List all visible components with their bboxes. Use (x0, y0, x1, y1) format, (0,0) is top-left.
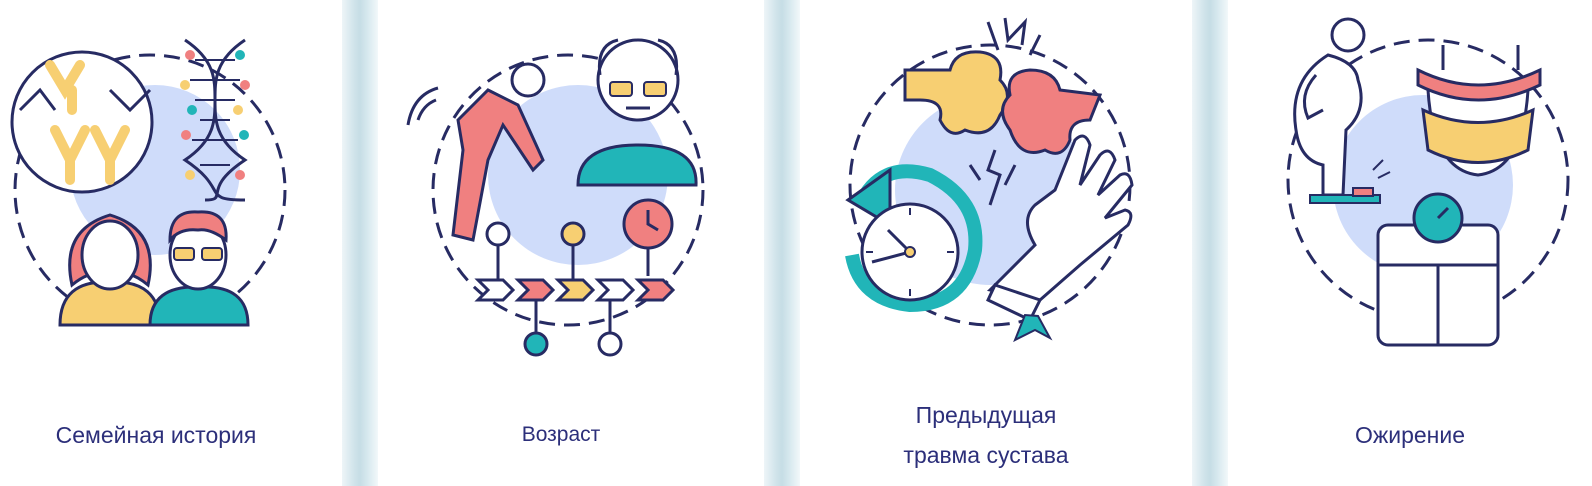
age-icon (406, 38, 705, 357)
obesity-label: Ожирение (1354, 422, 1466, 448)
joint-injury-icon (845, 17, 1134, 343)
joint-injury-label-line1: Предыдущая (915, 402, 1057, 428)
obesity-card: Ожирение (1228, 0, 1592, 486)
age-card: Возраст (378, 0, 764, 486)
joint-injury-card: Предыдущая травма сустава (800, 0, 1192, 486)
panel-divider (342, 0, 378, 486)
panel-divider (1192, 0, 1228, 486)
panel-divider (764, 0, 800, 486)
family-history-label: Семейная история (55, 422, 257, 448)
age-label: Возраст (521, 423, 601, 446)
joint-injury-label-line2: травма сустава (903, 442, 1069, 468)
obesity-icon (1286, 17, 1570, 347)
family-history-icon (10, 38, 287, 327)
family-history-card: Семейная история (0, 0, 342, 486)
